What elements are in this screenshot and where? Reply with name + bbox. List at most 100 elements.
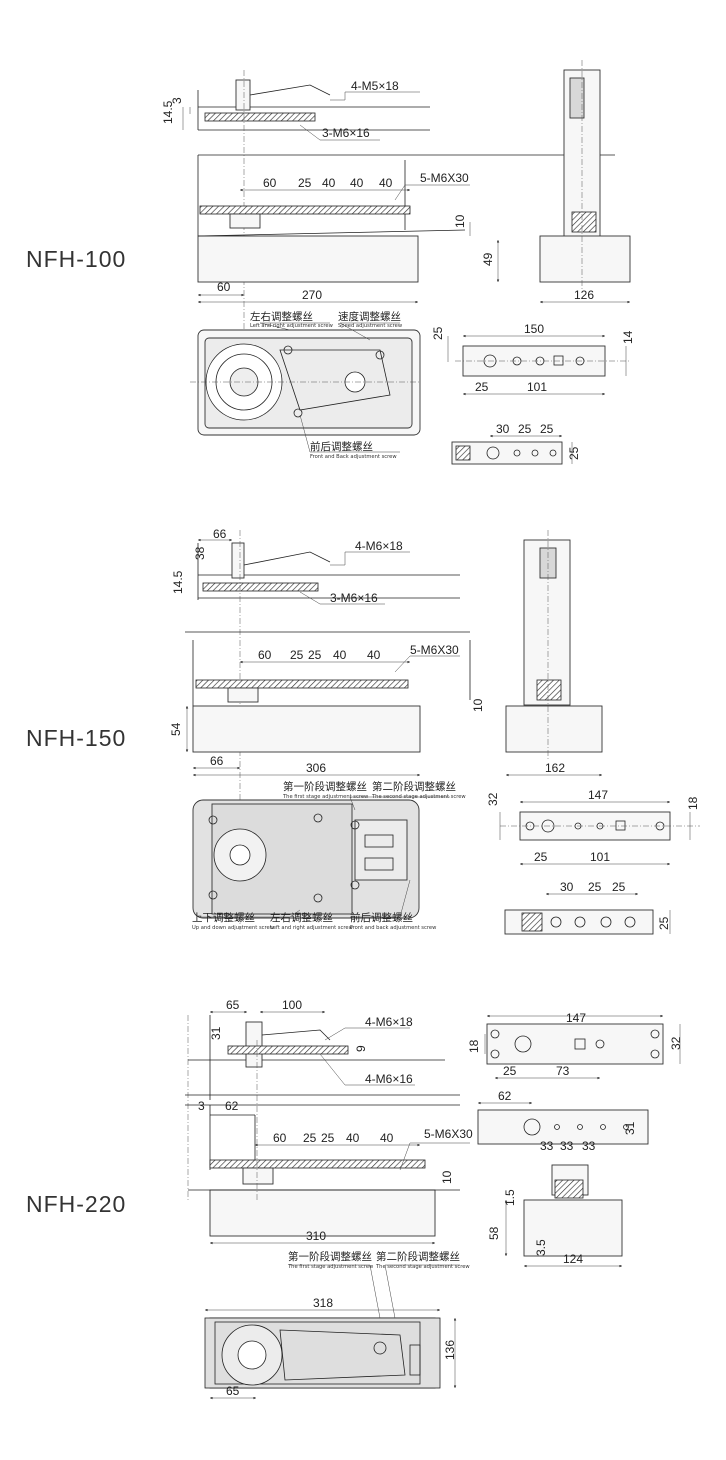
nfh150-dim-162: 162 [545,761,565,775]
nfh100-dim-126: 126 [574,288,594,302]
nfh150-dim-25e: 25 [612,880,626,894]
nfh150-dim-25b: 25 [308,648,322,662]
nfh150-dim-101: 101 [590,850,610,864]
nfh220-screw-m6b: 4-M6×16 [365,1072,413,1086]
nfh150-dim-66b: 66 [210,754,224,768]
nfh150-screw-m6x30: 5-M6X30 [410,643,459,657]
nfh220-dim-60: 60 [273,1131,287,1145]
nfh100-dim-14: 14 [621,330,635,344]
nfh100-dim-40c: 40 [379,176,393,190]
nfh150-dim-54: 54 [169,722,183,736]
nfh100-drawing: 14.5 3 4-M5×18 3-M6×16 60 25 40 40 40 5-… [161,60,635,465]
nfh100-screw-m6: 3-M6×16 [322,126,370,140]
nfh150-label-ud-en: Up and down adjustment screw [192,925,275,931]
nfh220-dim-62b: 62 [498,1089,512,1103]
nfh220-screw-m6x30: 5-M6X30 [424,1127,473,1141]
nfh100-dim-60b: 60 [217,280,231,294]
nfh100-dim-25: 25 [298,176,312,190]
nfh150-label-s2-cn: 第二阶段调整螺丝 [372,780,456,793]
nfh100-dim-25d: 25 [540,422,554,436]
nfh100-label-lr-en: Left and right adjustment screw [250,323,334,329]
nfh100-dim-49: 49 [481,252,495,266]
nfh100-screw-m6x30: 5-M6X30 [420,171,469,185]
nfh220-dim-124: 124 [563,1252,583,1266]
nfh220-dim-25b: 25 [321,1131,335,1145]
nfh220-dim-33b: 33 [560,1139,574,1153]
nfh220-dim-73: 73 [556,1064,570,1078]
nfh100-dim-3: 3 [170,97,184,104]
nfh220-label-s1-en: The first stage adjustment screw [287,1264,374,1270]
nfh220-dim-62: 62 [225,1099,239,1113]
nfh220-dim-1-5: 1.5 [503,1189,517,1206]
nfh220-label-s1-cn: 第一阶段调整螺丝 [288,1250,372,1263]
nfh150-label-fb-en: Front and back adjustment screw [350,925,437,931]
nfh150-dim-25c: 25 [534,850,548,864]
nfh150-label-lr-cn: 左右调整螺丝 [270,911,333,924]
nfh150-drawing: 66 38 14.5 4-M6×18 3-M6×16 60 25 25 40 4… [169,527,700,935]
nfh220-drawing: 65 100 31 4-M6×18 9 4-M6×16 147 18 32 25… [185,998,683,1400]
nfh150-dim-60: 60 [258,648,272,662]
nfh100-dim-150: 150 [524,322,544,336]
nfh100-label-speed-en: Speed adjustment screw [338,323,403,329]
nfh150-screw-m6b: 3-M6×16 [330,591,378,605]
nfh220-dim-65: 65 [226,998,240,1012]
nfh220-dim-25a: 25 [303,1131,317,1145]
nfh150-screw-m6a: 4-M6×18 [355,539,403,553]
nfh100-dim-40a: 40 [322,176,336,190]
nfh100-screw-m5: 4-M5×18 [351,79,399,93]
nfh220-dim-318: 318 [313,1296,333,1310]
nfh150-dim-30: 30 [560,880,574,894]
nfh150-dim-38: 38 [193,546,207,560]
nfh220-dim-147: 147 [566,1011,586,1025]
model-title-nfh220: NFH-220 [26,1191,127,1217]
nfh220-dim-10: 10 [440,1170,454,1184]
nfh220-dim-58: 58 [487,1226,501,1240]
nfh150-label-ud-cn: 上下调整螺丝 [192,911,255,924]
nfh100-dim-101: 101 [527,380,547,394]
nfh100-dim-25e: 25 [567,446,581,460]
nfh220-dim-40a: 40 [346,1131,360,1145]
nfh150-label-s2-en: The second stage adjustment screw [371,794,466,800]
nfh220-dim-32: 32 [669,1036,683,1050]
nfh220-dim-31: 31 [209,1026,223,1040]
nfh100-dim-25v: 25 [431,326,445,340]
nfh100-dim-60: 60 [263,176,277,190]
nfh220-dim-33a: 33 [540,1139,554,1153]
nfh220-dim-65b: 65 [226,1384,240,1398]
nfh100-dim-30: 30 [496,422,510,436]
nfh100-dim-40b: 40 [350,176,364,190]
nfh100-dim-14-5: 14.5 [161,100,175,124]
nfh150-dim-25a: 25 [290,648,304,662]
nfh150-dim-18: 18 [686,796,700,810]
nfh220-dim-25: 25 [503,1064,517,1078]
nfh220-dim-18: 18 [467,1039,481,1053]
nfh220-dim-40b: 40 [380,1131,394,1145]
nfh220-dim-100: 100 [282,998,302,1012]
nfh150-label-fb-cn: 前后调整螺丝 [350,911,413,924]
nfh150-dim-66: 66 [213,527,227,541]
nfh100-dim-270: 270 [302,288,322,302]
nfh150-dim-25d: 25 [588,880,602,894]
nfh220-dim-3-5: 3.5 [534,1239,548,1256]
nfh150-dim-10: 10 [471,698,485,712]
nfh150-dim-14-5: 14.5 [171,570,185,594]
nfh100-label-speed-cn: 速度调整螺丝 [338,310,401,323]
nfh150-label-s1-en: The first stage adjustment screw [282,794,369,800]
nfh150-dim-40a: 40 [333,648,347,662]
nfh150-label-s1-cn: 第一阶段调整螺丝 [283,780,367,793]
nfh100-dim-25c: 25 [518,422,532,436]
model-title-nfh100: NFH-100 [26,246,127,272]
nfh220-dim-310: 310 [306,1229,326,1243]
nfh150-dim-32: 32 [486,792,500,806]
nfh220-dim-33c: 33 [582,1139,596,1153]
nfh220-dim-9: 9 [354,1045,368,1052]
nfh150-dim-25f: 25 [657,916,671,930]
nfh100-dim-10: 10 [453,214,467,228]
nfh220-dim-136: 136 [443,1340,457,1360]
nfh100-label-lr-cn: 左右调整螺丝 [250,310,313,323]
nfh220-dim-3: 3 [198,1099,205,1113]
nfh220-label-s2-en: The second stage adjustment screw [375,1264,470,1270]
nfh100-dim-25b: 25 [475,380,489,394]
nfh100-label-fb-en: Front and Back adjustment screw [310,454,397,460]
